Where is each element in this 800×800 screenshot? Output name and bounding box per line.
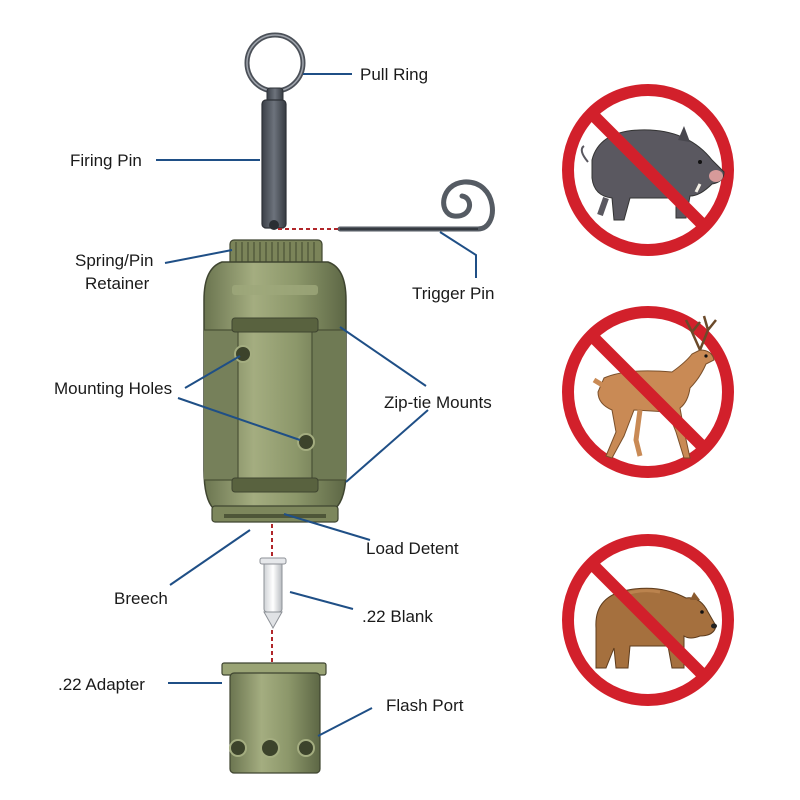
no-boar-sign	[562, 84, 734, 256]
blank-22-shape	[263, 559, 283, 613]
firing-pin-shape	[261, 99, 287, 229]
label-trigger-pin: Trigger Pin	[412, 284, 495, 303]
label-load-detent: Load Detent	[366, 539, 459, 558]
label-adapter-22: .22 Adapter	[58, 675, 145, 694]
label-pull-ring: Pull Ring	[360, 65, 428, 84]
label-flash-port: Flash Port	[386, 696, 464, 715]
no-deer-sign	[562, 306, 734, 478]
label-blank-22: .22 Blank	[362, 607, 433, 626]
flash-port-hole-3	[297, 739, 315, 757]
label-breech: Breech	[114, 589, 168, 608]
trigger-pin-shape	[337, 179, 495, 232]
label-firing-pin: Firing Pin	[70, 151, 142, 170]
label-mounting-holes: Mounting Holes	[54, 379, 172, 398]
flash-port-hole-1	[229, 739, 247, 757]
no-bear-sign	[562, 534, 734, 706]
label-zip-tie-mounts: Zip-tie Mounts	[384, 393, 492, 412]
label-spring-pin-retainer-2: Retainer	[85, 274, 150, 293]
flash-port-hole-2	[260, 738, 280, 758]
label-spring-pin-retainer-1: Spring/Pin	[75, 251, 153, 270]
mounting-hole-lower	[297, 433, 315, 451]
mounting-hole-upper	[234, 345, 252, 363]
